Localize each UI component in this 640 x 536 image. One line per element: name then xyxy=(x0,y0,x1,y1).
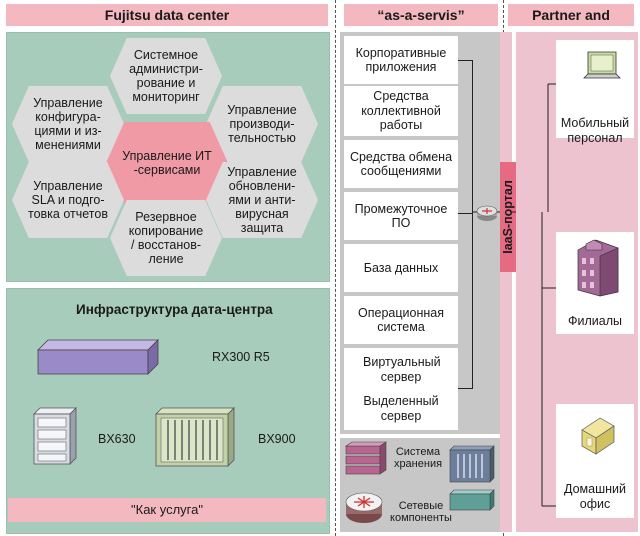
hex-configuration-management: Управление конфигура-циями и из-менениям… xyxy=(12,86,124,162)
laptop-icon xyxy=(583,51,621,79)
layer-virtual-server: Виртуальный сервер xyxy=(363,355,441,384)
house-icon xyxy=(581,417,615,455)
rx300-server-icon xyxy=(37,339,159,375)
network-router-icon xyxy=(345,492,383,523)
hex-system-administration: Системное администри-рование и мониторин… xyxy=(110,38,222,114)
router-icon xyxy=(476,205,498,221)
storage-array-icon xyxy=(449,445,495,483)
separator-left xyxy=(335,0,336,536)
hex-sla-reporting: Управление SLA и подго-товка отчетов xyxy=(12,162,124,238)
branch-connector xyxy=(541,212,558,507)
layer-database: База данных xyxy=(344,244,458,292)
rx300-label: RX300 R5 xyxy=(212,350,270,364)
iaas-portal-bar: IaaS-портал xyxy=(500,162,516,272)
branches-label: Филиалы xyxy=(568,314,622,328)
layer-operating-system: Операционная система xyxy=(344,296,458,344)
hex-performance-management: Управление производи-тельностью xyxy=(206,86,318,162)
hex-it-service-management: Управление ИТ -сервисами xyxy=(106,122,228,204)
layer-collaboration: Средства коллективной работы xyxy=(344,86,458,136)
hex-update-antivirus: Управление обновлени-ями и анти-вирусная… xyxy=(206,162,318,238)
building-icon xyxy=(577,239,619,297)
bx630-label: BX630 xyxy=(98,432,136,446)
hex-backup-restore: Резервное копирование / восстанов-ление xyxy=(110,200,222,276)
layer-enterprise-apps: Корпоративные приложения xyxy=(344,36,458,84)
portal-strip xyxy=(500,32,512,532)
storage-label: Система хранения xyxy=(393,446,443,470)
storage-disks-icon xyxy=(345,441,387,475)
home-office-label: Домашний офис xyxy=(564,482,626,511)
layer-messaging: Средства обмена сообщениями xyxy=(344,140,458,188)
bx900-label: BX900 xyxy=(258,432,296,446)
bracket-upper xyxy=(458,60,473,214)
layer-servers: Виртуальный сервер Выделенный сервер xyxy=(344,348,458,430)
layer-middleware: Промежуточное ПО xyxy=(344,192,458,240)
network-switch-icon xyxy=(449,489,495,511)
network-label: Сетевые компоненты xyxy=(390,500,452,524)
layer-dedicated-server: Выделенный сервер xyxy=(363,394,439,423)
as-a-service-bar: "Как услуга" xyxy=(8,498,326,522)
infrastructure-title: Инфраструктура дата-центра xyxy=(76,302,273,317)
bx630-server-icon xyxy=(33,407,77,465)
bx900-server-icon xyxy=(155,407,235,467)
header-fujitsu-data-center: Fujitsu data center xyxy=(6,4,328,26)
header-partner-and-customer: Partner and customer xyxy=(508,4,634,45)
bracket-lower xyxy=(458,212,473,389)
header-as-a-service: “as-a-servis” xyxy=(344,4,498,26)
mobile-staff-label: Мобильный персонал xyxy=(560,116,630,145)
